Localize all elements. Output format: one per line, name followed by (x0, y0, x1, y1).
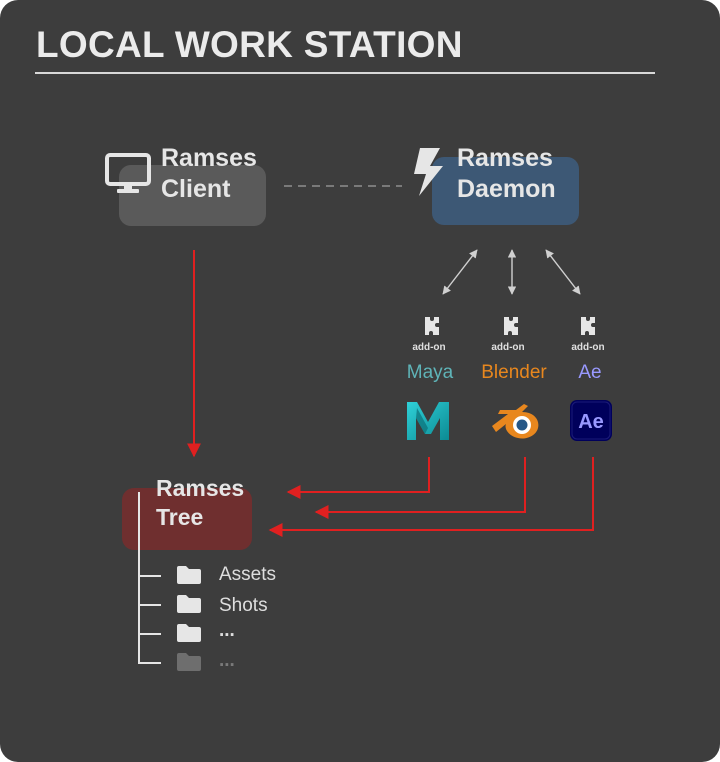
maya-addon-puzzle-icon (425, 317, 439, 335)
after-effects-logo-icon: Ae (570, 400, 612, 441)
maya-app-label: Maya (406, 362, 454, 383)
ramses-tree-box (122, 488, 252, 550)
folder-icon (177, 595, 201, 613)
tree-item-more-dim: ... (219, 650, 235, 671)
maya-tree-arrow (286, 457, 430, 499)
ae-addon-puzzle-icon (581, 317, 595, 335)
ae-app-label: Ae (578, 362, 602, 383)
blender-addon-puzzle-icon (504, 317, 518, 335)
tree-item-assets: Assets (219, 564, 277, 585)
tree-item-shots: Shots (219, 595, 268, 616)
daemon-maya-arrow (442, 249, 478, 295)
blender-logo-icon (492, 404, 539, 439)
folder-icon (177, 624, 201, 642)
maya-addon-caption: add-on (412, 342, 446, 353)
maya-logo-icon (407, 402, 449, 440)
ae-tree-arrow (268, 457, 594, 537)
ramses-client-label: Ramses Client (161, 144, 257, 203)
ramses-tree-label: Ramses Tree (156, 475, 245, 530)
tree-item-more: ... (219, 620, 235, 641)
daemon-ae-arrow (545, 249, 581, 295)
blender-app-label: Blender (481, 362, 547, 383)
ae-logo-text: Ae (578, 411, 604, 433)
ae-addon-caption: add-on (571, 342, 605, 353)
monitor-icon (105, 153, 151, 193)
blender-tree-arrow (314, 457, 526, 519)
ramses-client-box (119, 165, 266, 226)
ramses-daemon-box (432, 157, 579, 225)
page-title: LOCAL WORK STATION (36, 24, 463, 65)
blender-addon-caption: add-on (491, 342, 525, 353)
ramses-daemon-label: Ramses Daemon (457, 144, 556, 203)
title-underline (35, 72, 655, 74)
folder-icon (177, 566, 201, 584)
folder-icon-dim (177, 653, 201, 671)
lightning-icon (414, 148, 443, 196)
